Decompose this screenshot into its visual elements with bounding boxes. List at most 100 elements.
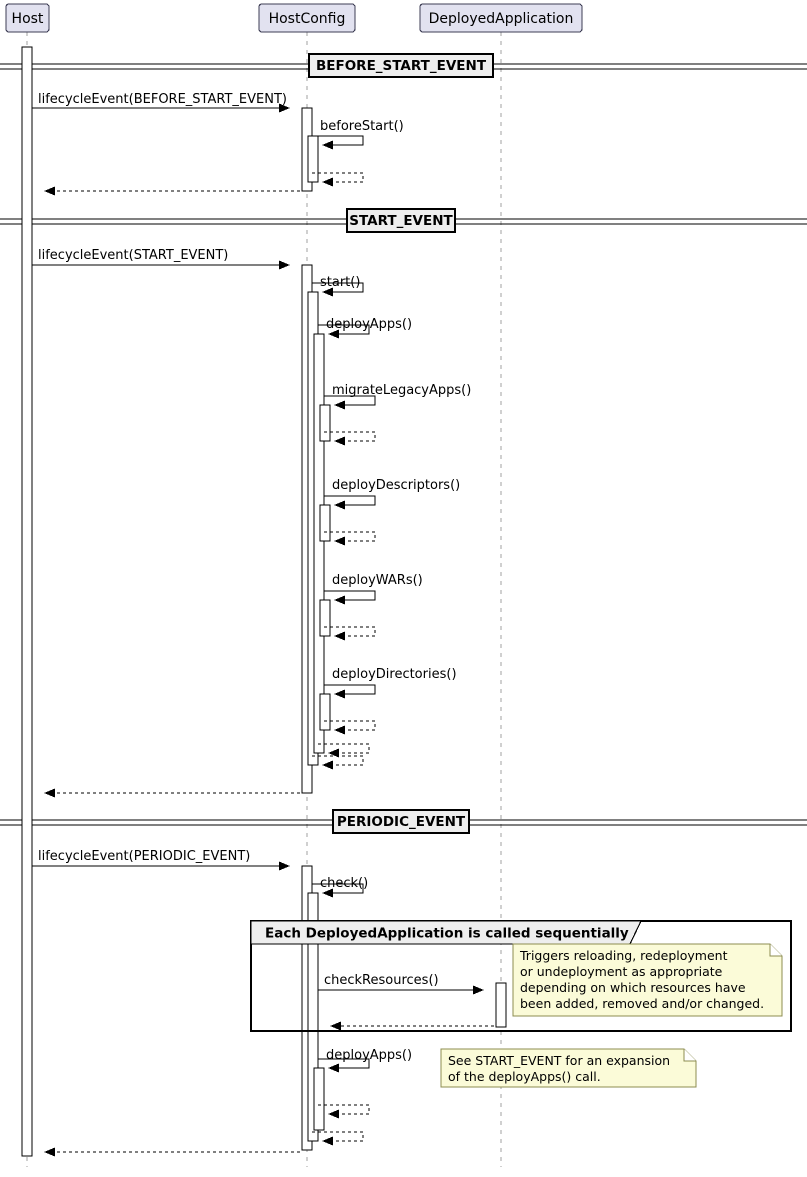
divider-before-start: BEFORE_START_EVENT xyxy=(0,52,807,79)
message-label: deployApps() xyxy=(326,1048,412,1063)
msg-deploywars-self: deployWARs() xyxy=(324,573,423,605)
message-label: lifecycleEvent(PERIODIC_EVENT) xyxy=(38,849,250,864)
act-deployedapp-checkres xyxy=(495,982,507,1028)
message-path xyxy=(312,1131,364,1146)
message-path xyxy=(318,1058,370,1073)
msg-deploydescriptors-self: deployDescriptors() xyxy=(324,478,460,510)
group-each-deployedapplication: Each DeployedApplication is called seque… xyxy=(249,919,793,1033)
message-path xyxy=(312,135,364,150)
note-body xyxy=(440,1048,697,1088)
msg-periodic-deployapps-return xyxy=(318,1104,370,1119)
act-hostconfig-deploydirs xyxy=(319,693,331,731)
msg-lifecycle-start: lifecycleEvent(START_EVENT) xyxy=(32,248,290,270)
message-path xyxy=(324,590,376,605)
message-path xyxy=(312,172,364,187)
divider-periodic: PERIODIC_EVENT xyxy=(0,808,807,835)
lifelines-layer xyxy=(26,32,502,1167)
act-hostconfig-deploydesc xyxy=(319,504,331,542)
activations-layer xyxy=(21,46,507,1157)
msg-migratelegacyapps-return xyxy=(324,431,376,446)
dividers-layer: BEFORE_START_EVENT START_EVENT PERIODIC_EV… xyxy=(0,52,807,835)
message-path xyxy=(324,720,376,735)
act-hostconfig-deploywars xyxy=(319,599,331,637)
participant-label: HostConfig xyxy=(269,11,346,27)
participant-label: Host xyxy=(12,11,44,27)
participant-deployedapplication[interactable]: DeployedApplication xyxy=(419,3,583,33)
message-label: check() xyxy=(320,876,368,891)
message-path xyxy=(324,684,376,699)
divider-label-box xyxy=(345,207,457,234)
message-label: deployWARs() xyxy=(332,573,423,588)
divider-label: BEFORE_START_EVENT xyxy=(316,58,487,74)
act-hostconfig-before-start-self xyxy=(307,135,319,183)
msg-deploydirectories-self: deployDirectories() xyxy=(324,667,457,699)
participant-label: DeployedApplication xyxy=(429,11,574,27)
note-line: Triggers reloading, redeployment xyxy=(519,948,728,963)
divider-label-box xyxy=(331,808,471,835)
message-path xyxy=(312,755,364,770)
groups-layer: Each DeployedApplication is called seque… xyxy=(249,919,793,1033)
message-label: beforeStart() xyxy=(320,119,404,134)
note-line: or undeployment as appropriate xyxy=(520,964,723,979)
msg-start-return xyxy=(312,755,364,770)
participant-box[interactable] xyxy=(5,3,50,33)
act-hostconfig-periodic-deployapps xyxy=(313,1067,325,1131)
note-line: of the deployApps() call. xyxy=(448,1069,601,1084)
divider-label: START_EVENT xyxy=(349,213,453,229)
msg-beforestart-self: beforeStart() xyxy=(312,119,404,150)
message-path xyxy=(324,626,376,641)
messages-layer: lifecycleEvent(BEFORE_START_EVENT)before… xyxy=(32,92,494,1157)
msg-deploywars-return xyxy=(324,626,376,641)
msg-beforestart-return xyxy=(312,172,364,187)
note-line: been added, removed and/or changed. xyxy=(520,996,764,1011)
msg-start-self: start() xyxy=(312,275,364,297)
group-label: Each DeployedApplication is called seque… xyxy=(265,926,629,942)
act-hostconfig-migratelegacy xyxy=(319,404,331,442)
note-line: See START_EVENT for an expansion xyxy=(448,1053,670,1068)
message-path xyxy=(318,743,370,758)
act-host-main xyxy=(21,46,33,1157)
message-path xyxy=(312,883,364,898)
msg-deploydirectories-return xyxy=(324,720,376,735)
msg-lifecycle-before-start: lifecycleEvent(BEFORE_START_EVENT) xyxy=(32,92,290,113)
participants-layer: Host HostConfig DeployedApplication xyxy=(5,3,583,33)
message-label: migrateLegacyApps() xyxy=(332,383,471,398)
message-label: lifecycleEvent(BEFORE_START_EVENT) xyxy=(38,92,287,107)
msg-migratelegacyapps-self: migrateLegacyApps() xyxy=(324,383,471,410)
message-path xyxy=(324,395,376,410)
note-fold-corner xyxy=(683,1049,696,1062)
msg-periodic-deployapps-self: deployApps() xyxy=(318,1048,412,1073)
participant-host[interactable]: Host xyxy=(5,3,50,33)
msg-deployapps-self: deployApps() xyxy=(318,317,412,339)
message-path xyxy=(318,1104,370,1119)
msg-checkresources: checkResources() xyxy=(318,973,484,995)
act-hostconfig-deployapps xyxy=(313,333,325,754)
participant-box[interactable] xyxy=(258,3,356,33)
message-path xyxy=(324,431,376,446)
divider-label-box xyxy=(307,52,495,79)
message-path xyxy=(324,531,376,546)
message-label: checkResources() xyxy=(324,973,439,988)
msg-check-self: check() xyxy=(312,876,368,898)
message-path xyxy=(324,495,376,510)
message-label: start() xyxy=(320,275,360,290)
message-label: deployDirectories() xyxy=(332,667,457,682)
message-path xyxy=(312,282,364,297)
msg-deployapps-return xyxy=(318,743,370,758)
act-hostconfig-periodic-self xyxy=(307,892,319,1142)
message-label: lifecycleEvent(START_EVENT) xyxy=(38,248,228,263)
message-path xyxy=(318,324,370,339)
divider-label: PERIODIC_EVENT xyxy=(337,814,466,830)
msg-lifecycle-periodic: lifecycleEvent(PERIODIC_EVENT) xyxy=(32,849,290,871)
participant-box[interactable] xyxy=(419,3,583,33)
message-label: deployApps() xyxy=(326,317,412,332)
note-body xyxy=(512,943,783,1017)
participant-hostconfig[interactable]: HostConfig xyxy=(258,3,356,33)
divider-start: START_EVENT xyxy=(0,207,807,234)
note-fold-corner xyxy=(769,944,782,957)
msg-check-return xyxy=(312,1131,364,1146)
